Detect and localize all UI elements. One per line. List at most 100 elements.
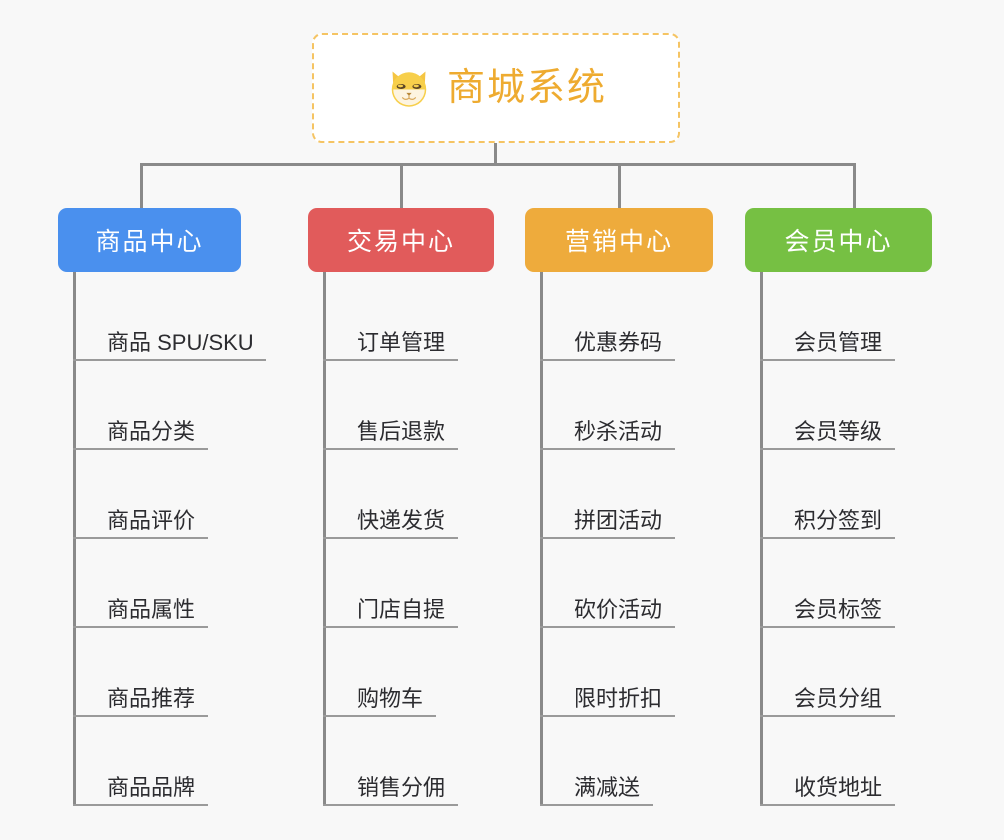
leaf-underline: [73, 359, 266, 361]
list-item[interactable]: 购物车: [323, 628, 494, 717]
root-node[interactable]: 商城系统: [312, 33, 680, 143]
leaf-underline: [73, 804, 208, 806]
branch-header-1[interactable]: 商品中心: [58, 208, 241, 272]
branch-column-3: 营销中心 优惠券码 秒杀活动 拼团活动 砍价活动 限时折扣: [525, 208, 713, 806]
leaf-label: 优惠券码: [574, 330, 663, 355]
leaf-underline: [760, 448, 895, 450]
leaf-underline: [323, 804, 458, 806]
leaf-underline: [760, 626, 895, 628]
leaf-label: 拼团活动: [574, 508, 663, 533]
leaf-label: 商品品牌: [107, 775, 196, 800]
list-item[interactable]: 拼团活动: [540, 450, 713, 539]
branch-items-1: 商品 SPU/SKU 商品分类 商品评价 商品属性 商品推荐 商品品牌: [73, 272, 266, 806]
branch-header-label: 交易中心: [346, 228, 455, 256]
leaf-underline: [760, 359, 895, 361]
root-title: 商城系统: [446, 67, 607, 109]
leaf-underline: [323, 359, 458, 361]
leaf-underline: [540, 626, 675, 628]
leaf-label: 满减送: [574, 775, 641, 800]
branch-header-2[interactable]: 交易中心: [308, 208, 494, 272]
list-item[interactable]: 商品分类: [73, 361, 266, 450]
leaf-label: 限时折扣: [574, 686, 663, 711]
leaf-label: 商品评价: [107, 508, 196, 533]
list-item[interactable]: 会员分组: [760, 628, 932, 717]
list-item[interactable]: 会员管理: [760, 272, 932, 361]
list-item[interactable]: 满减送: [540, 717, 713, 806]
connector-horizontal-bus: [140, 163, 856, 166]
leaf-underline: [540, 804, 653, 806]
list-item[interactable]: 商品属性: [73, 539, 266, 628]
leaf-label: 商品属性: [107, 597, 196, 622]
connector-drop-1: [140, 163, 143, 208]
leaf-label: 商品分类: [107, 419, 196, 444]
leaf-underline: [323, 537, 458, 539]
leaf-label: 砍价活动: [574, 597, 663, 622]
list-item[interactable]: 订单管理: [323, 272, 494, 361]
list-item[interactable]: 售后退款: [323, 361, 494, 450]
list-item[interactable]: 商品品牌: [73, 717, 266, 806]
leaf-label: 秒杀活动: [574, 419, 663, 444]
leaf-underline: [760, 537, 895, 539]
leaf-label: 收货地址: [794, 775, 883, 800]
leaf-label: 会员分组: [794, 686, 883, 711]
list-item[interactable]: 商品评价: [73, 450, 266, 539]
shiba-inu-face-icon: [391, 71, 427, 107]
list-item[interactable]: 砍价活动: [540, 539, 713, 628]
connector-drop-2: [400, 163, 403, 208]
leaf-label: 会员标签: [794, 597, 883, 622]
leaf-underline: [73, 715, 208, 717]
leaf-label: 门店自提: [357, 597, 446, 622]
branch-column-2: 交易中心 订单管理 售后退款 快递发货 门店自提 购物车: [308, 208, 494, 806]
leaf-underline: [73, 448, 208, 450]
list-item[interactable]: 优惠券码: [540, 272, 713, 361]
list-item[interactable]: 销售分佣: [323, 717, 494, 806]
branch-items-4: 会员管理 会员等级 积分签到 会员标签 会员分组 收货地址: [760, 272, 932, 806]
leaf-label: 积分签到: [794, 508, 883, 533]
branch-header-label: 商品中心: [95, 228, 204, 256]
list-item[interactable]: 收货地址: [760, 717, 932, 806]
branch-column-1: 商品中心 商品 SPU/SKU 商品分类 商品评价 商品属性 商品推荐: [58, 208, 266, 806]
list-item[interactable]: 商品 SPU/SKU: [73, 272, 266, 361]
list-item[interactable]: 限时折扣: [540, 628, 713, 717]
leaf-underline: [760, 804, 895, 806]
branch-column-4: 会员中心 会员管理 会员等级 积分签到 会员标签 会员分组: [745, 208, 932, 806]
list-item[interactable]: 门店自提: [323, 539, 494, 628]
leaf-underline: [323, 626, 458, 628]
leaf-underline: [323, 448, 458, 450]
list-item[interactable]: 会员标签: [760, 539, 932, 628]
connector-spine-1: [73, 272, 76, 806]
branch-header-label: 营销中心: [564, 228, 673, 256]
leaf-label: 快递发货: [357, 508, 446, 533]
leaf-label: 商品 SPU/SKU: [107, 330, 254, 355]
leaf-underline: [540, 448, 675, 450]
leaf-underline: [540, 359, 675, 361]
leaf-underline: [760, 715, 895, 717]
list-item[interactable]: 积分签到: [760, 450, 932, 539]
leaf-underline: [323, 715, 436, 717]
connector-spine-3: [540, 272, 543, 806]
leaf-underline: [540, 715, 675, 717]
leaf-underline: [73, 537, 208, 539]
branch-items-2: 订单管理 售后退款 快递发货 门店自提 购物车 销售分佣: [323, 272, 494, 806]
connector-root-stem: [494, 143, 497, 165]
leaf-underline: [73, 626, 208, 628]
list-item[interactable]: 会员等级: [760, 361, 932, 450]
leaf-label: 售后退款: [357, 419, 446, 444]
list-item[interactable]: 快递发货: [323, 450, 494, 539]
branch-header-label: 会员中心: [784, 228, 893, 256]
branch-header-4[interactable]: 会员中心: [745, 208, 932, 272]
leaf-label: 会员管理: [794, 330, 883, 355]
leaf-label: 销售分佣: [357, 775, 446, 800]
connector-spine-4: [760, 272, 763, 806]
list-item[interactable]: 商品推荐: [73, 628, 266, 717]
leaf-label: 购物车: [357, 686, 424, 711]
leaf-label: 商品推荐: [107, 686, 196, 711]
branch-items-3: 优惠券码 秒杀活动 拼团活动 砍价活动 限时折扣 满减送: [540, 272, 713, 806]
connector-drop-4: [853, 163, 856, 208]
leaf-label: 会员等级: [794, 419, 883, 444]
branch-header-3[interactable]: 营销中心: [525, 208, 713, 272]
list-item[interactable]: 秒杀活动: [540, 361, 713, 450]
leaf-underline: [540, 537, 675, 539]
leaf-label: 订单管理: [357, 330, 446, 355]
